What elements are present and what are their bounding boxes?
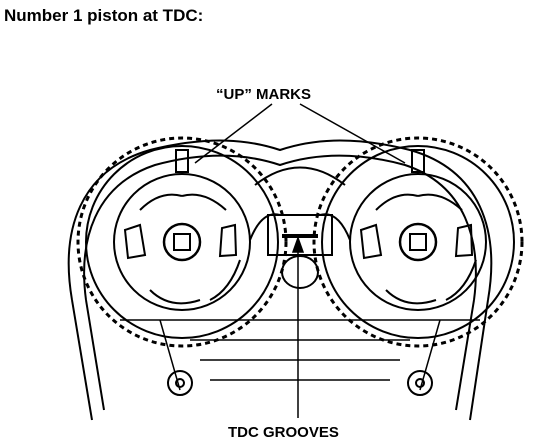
up-marks-leaders <box>194 103 406 164</box>
idler-bolts <box>167 370 433 396</box>
up-marks-label: “UP” MARKS <box>216 86 311 103</box>
right-cam-pulley <box>312 136 524 348</box>
left-cam-pulley <box>76 136 288 348</box>
up-mark-notches <box>175 149 425 173</box>
engine-block-lower <box>120 319 480 391</box>
cylinder-head-center <box>249 166 351 289</box>
tdc-grooves-label: TDC GROOVES <box>228 424 339 441</box>
tdc-grooves-arrow <box>291 235 305 418</box>
page-title: Number 1 piston at TDC: <box>4 6 204 25</box>
